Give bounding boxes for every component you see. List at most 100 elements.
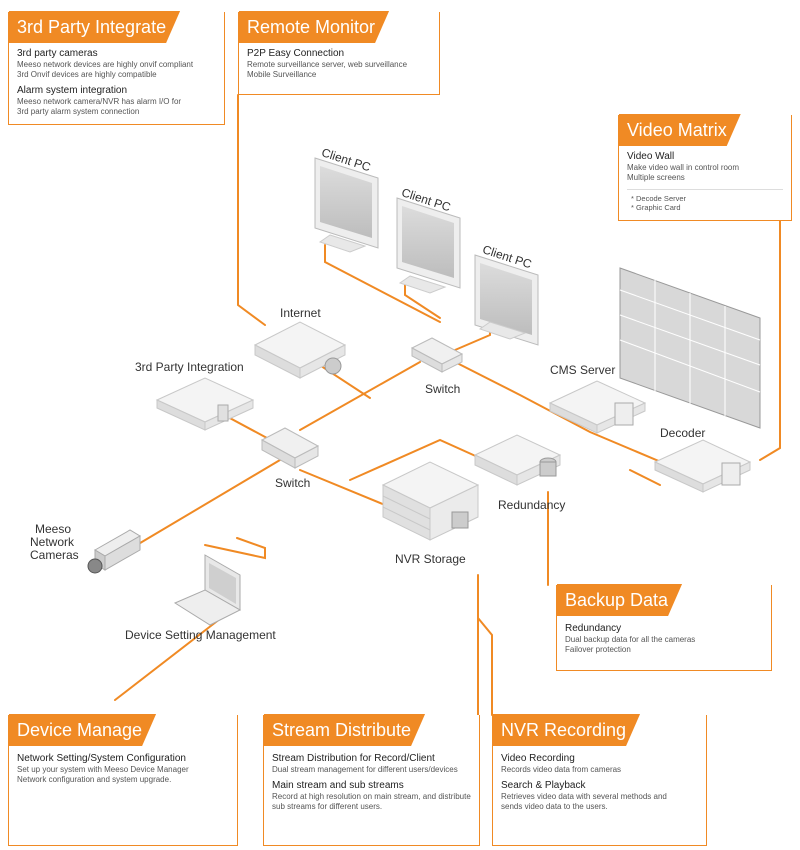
section-line: Failover protection — [565, 645, 631, 654]
link-pc1 — [324, 244, 441, 323]
section-line: Remote surveillance server, web surveill… — [247, 60, 408, 69]
cameras-label-line-1: Meeso — [35, 522, 72, 536]
redundancy-device-icon — [473, 434, 562, 486]
section-title: P2P Easy Connection — [247, 48, 345, 59]
box-remote-monitor-title: Remote Monitor — [239, 11, 389, 43]
link-laptop — [204, 537, 266, 560]
box-stream-distribute-title: Stream Distribute — [264, 714, 425, 746]
box-third-party-title: 3rd Party Integrate — [9, 11, 180, 43]
section-line: Records video data from cameras — [501, 765, 622, 774]
internet-device-icon — [253, 321, 347, 379]
link-decoder — [629, 469, 661, 486]
link-pc2 — [404, 281, 441, 319]
link-switch-backbone — [299, 361, 421, 431]
section-title: Network Setting/System Configuration — [17, 753, 186, 764]
section-line: Meeso network camera/NVR has alarm I/O f… — [17, 97, 182, 106]
section-line: Retrieves video data with several method… — [501, 792, 667, 801]
box-stream-distribute: Stream Distribute Stream Distribution fo… — [263, 715, 480, 846]
camera-icon — [87, 529, 141, 574]
nvr-storage-icon — [381, 461, 480, 541]
cameras-label-line-2: Network — [30, 535, 75, 549]
box-device-manage: Device Manage Network Setting/System Con… — [8, 715, 238, 846]
section-title: Video Recording — [501, 753, 575, 764]
switch-top-icon — [410, 337, 464, 373]
switch-bottom-icon — [260, 427, 320, 469]
callout-video-matrix — [759, 139, 781, 461]
client-pc-3-icon — [474, 254, 539, 346]
link-nvr — [299, 469, 386, 506]
section-line: 3rd Onvif devices are highly compatible — [17, 70, 157, 79]
section-title: 3rd party cameras — [17, 48, 98, 59]
section-line: Mobile Surveillance — [247, 70, 317, 79]
switch-top-label: Switch — [425, 382, 461, 396]
third-party-device-icon — [155, 377, 255, 431]
section-line: sends video data to the users. — [501, 802, 608, 811]
section-line: Set up your system with Meeso Device Man… — [17, 765, 189, 774]
box-note: * Decode Server — [631, 194, 687, 203]
section-title: Main stream and sub streams — [272, 780, 404, 791]
section-line: Make video wall in control room — [627, 163, 740, 172]
section-title: Alarm system integration — [17, 85, 128, 96]
cms-server-icon — [548, 380, 647, 434]
link-cameras — [124, 459, 281, 553]
cms-server-label: CMS Server — [550, 363, 616, 377]
section-line: sub streams for different users. — [272, 802, 383, 811]
redundancy-label: Redundancy — [498, 498, 566, 512]
box-note: * Graphic Card — [631, 203, 681, 212]
section-line: Dual backup data for all the cameras — [565, 635, 696, 644]
section-title: Video Wall — [627, 151, 675, 162]
box-nvr-recording-title: NVR Recording — [493, 714, 640, 746]
cameras-label-line-3: Cameras — [30, 548, 79, 562]
section-line: 3rd party alarm system connection — [17, 107, 140, 116]
client-pc-2-icon — [396, 197, 461, 294]
decoder-label: Decoder — [660, 426, 706, 440]
third-party-integration-label: 3rd Party Integration — [135, 360, 244, 374]
callout-remote — [237, 94, 266, 326]
section-title: Stream Distribution for Record/Client — [272, 753, 435, 764]
section-line: Dual stream management for different use… — [272, 765, 458, 774]
section-line: Network configuration and system upgrade… — [17, 775, 172, 784]
nvr-storage-label: NVR Storage — [395, 552, 466, 566]
box-device-manage-title: Device Manage — [9, 714, 156, 746]
box-backup-data-title: Backup Data — [557, 584, 682, 616]
section-line: Multiple screens — [627, 173, 685, 182]
link-internet — [314, 361, 371, 399]
callout-nvr — [477, 617, 493, 716]
section-title: Search & Playback — [501, 780, 586, 791]
switch-bottom-label: Switch — [275, 476, 311, 490]
client-pc-1-icon — [314, 157, 379, 253]
video-wall-icon — [619, 267, 761, 429]
laptop-icon — [173, 554, 242, 626]
section-title: Redundancy — [565, 623, 622, 634]
internet-label: Internet — [280, 306, 321, 320]
callout-device-manage — [114, 614, 226, 701]
section-line: Record at high resolution on main stream… — [272, 792, 471, 801]
link-redundancy — [349, 438, 481, 481]
device-setting-label: Device Setting Management — [125, 628, 276, 642]
decoder-icon — [653, 439, 752, 493]
